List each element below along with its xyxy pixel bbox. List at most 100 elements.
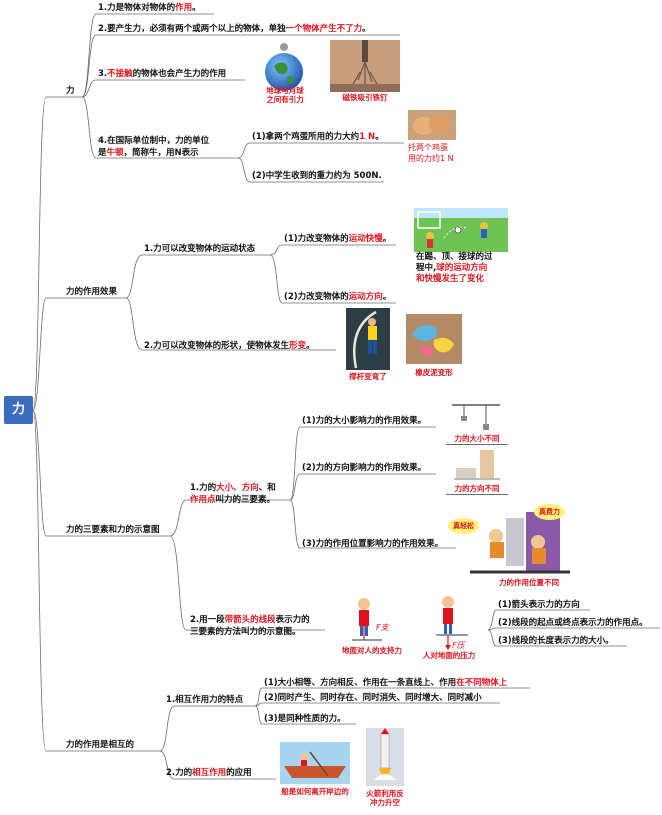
f-press-label: F压 [452,641,465,650]
caption-line: 地球与月球 [266,86,304,95]
text: (2)力改变物体的 [284,292,349,302]
magnet-caption: 磁铁吸引铁钉 [342,93,388,102]
text: 。 [382,292,392,302]
text: 2.力的 [166,768,193,778]
node-feature-2[interactable]: (2)同时产生、同时存在、同时消失、同时增大、同时减小 [264,693,482,703]
clay-image [406,314,462,364]
text: 程中, [416,263,437,273]
highlight: 作用 [175,3,193,13]
text: 的应用 [226,768,252,778]
text: 2.用一段 [190,615,225,625]
boat-caption: 船是如何离开岸边的 [281,787,349,796]
highlight: 方向 [241,483,259,493]
text: 3. [98,69,108,79]
node-force-diagram[interactable]: 2.用一段带箭头的线段表示力的 三要素的方法叫力的示意图。 [190,614,310,638]
pressure-force-figure [434,594,470,652]
text: 的物体也会产生力的作用 [132,69,227,79]
caption-line: 火箭利用反 [366,789,404,798]
highlight: 运动快慢 [348,234,383,244]
highlight: 球的运动方向 [436,263,488,273]
node-mutual-features[interactable]: 1.相互作用力的特点 [166,695,244,705]
caption-line: 冲力升空 [370,798,400,807]
node-point-effect[interactable]: (3)力的作用位置影响力的作用效果。 [302,539,444,549]
node-three-elements[interactable]: 力的三要素和力的示意图 [66,525,160,535]
highlight: 、 [233,483,242,493]
text: 。 [382,234,392,244]
caption-line: 之间有引力 [266,95,304,104]
pole-vault-image [346,308,390,370]
support-force-figure [350,596,384,644]
node-noncontact-force[interactable]: 3.不接触的物体也会产生力的作用 [98,68,226,80]
highlight: 带箭头的线段 [224,615,276,625]
magnet-nails-image [330,40,400,92]
node-force-effects[interactable]: 力的作用效果 [66,287,118,297]
text: 、和 [258,483,276,493]
node-force-definition[interactable]: 1.力是物体对物体的作用。 [98,2,201,14]
text: (1)大小相等、方向相反、作用在一条直线上、作用 [264,678,457,688]
node-change-motion[interactable]: 1.力可以改变物体的运动状态 [144,244,256,254]
text: (1)拿两个鸡蛋所用的力大约 [252,132,360,142]
text: 。 [192,3,201,13]
text: 4.在国际单位制中，力的单位 [98,136,210,146]
pole-vault-caption: 撑杆变弯了 [349,372,387,381]
highlight: 不接触 [107,69,133,79]
direction-image [450,448,502,482]
node-direction-effect[interactable]: (2)力的方向影响力的作用效果。 [302,463,427,473]
highlight: 相互作用 [192,768,227,778]
root-node[interactable]: 力 [4,396,33,424]
node-mutual-application[interactable]: 2.力的相互作用的应用 [166,767,252,779]
point-caption: 力的作用位置不同 [499,578,559,587]
node-feature-1[interactable]: (1)大小相等、方向相反、作用在一条直线上、作用在不同物体上 [264,677,507,689]
bubble-easy: 真轻松 [448,518,479,534]
highlight: 运动方向 [348,292,383,302]
text: 。 [306,341,315,351]
direction-caption: 力的方向不同 [446,484,508,495]
node-arrow-direction[interactable]: (1)箭头表示力的方向 [498,600,580,610]
magnitude-image [448,402,504,432]
soccer-image [414,208,508,252]
highlight: 一个物体产生不了力 [285,24,363,34]
node-change-shape[interactable]: 2.力可以改变物体的形状，使物体发生形变。 [144,340,315,352]
magnitude-caption: 力的大小不同 [446,434,508,445]
earth-moon-image [254,42,316,102]
text: 。 [362,24,371,34]
eggs-image [408,110,456,140]
node-force-requirement[interactable]: 2.要产生力，必须有两个或两个以上的物体，单独一个物体产生不了力。 [98,23,371,35]
text: 1.力是物体对物体的 [98,3,176,13]
text: 1.力的 [190,483,217,493]
caption-line: 托两个鸡蛋 [408,143,448,152]
node-unit-newton[interactable]: 4.在国际单位制中，力的单位 是牛顿，简称牛，用N表示 [98,135,209,159]
bubble-hard: 真费力 [534,504,565,520]
highlight: 在不同物体上 [456,678,508,688]
rocket-caption: 火箭利用反 冲力升空 [360,789,410,807]
highlight: 形变 [289,341,307,351]
node-mutual-force[interactable]: 力的作用是相互的 [66,740,135,750]
text: 表示力的 [275,615,310,625]
node-two-eggs[interactable]: (1)拿两个鸡蛋所用的力大约1 N。 [252,131,384,143]
node-segment-point[interactable]: (2)线段的起点或终点表示力的作用点。 [498,618,648,628]
highlight: 和快慢发生了变化 [416,274,485,284]
highlight: 牛顿 [106,148,124,158]
rocket-image [366,728,404,786]
node-force[interactable]: 力 [66,86,75,96]
text: 2.力可以改变物体的形状，使物体发生 [144,341,290,351]
text: 三要素的方法叫力的示意图。 [190,627,301,637]
node-student-weight[interactable]: (2)中学生收到的重力约为 500N. [252,171,382,181]
node-segment-length[interactable]: (3)线段的长度表示力的大小。 [498,636,614,646]
node-three-elements-def[interactable]: 1.力的大小、方向、和 作用点叫力的三要素。 [190,482,276,506]
f-support-label: F支 [376,623,389,632]
node-change-speed[interactable]: (1)力改变物体的运动快慢。 [284,233,391,245]
highlight: 作用点 [190,495,216,505]
node-magnitude-effect[interactable]: (1)力的大小影响力的作用效果。 [302,416,427,426]
eggs-caption: 托两个鸡蛋 用的力约1 N [408,142,454,164]
node-change-direction[interactable]: (2)力改变物体的运动方向。 [284,291,391,303]
caption-line: 用的力约1 N [408,154,454,163]
earth-moon-caption: 地球与月球 之间有引力 [252,86,318,104]
node-feature-3[interactable]: (3)是同种性质的力。 [264,714,346,724]
text: (1)力改变物体的 [284,234,349,244]
door-push-image [470,508,570,576]
highlight: 1 N [359,132,376,142]
text: 2.要产生力，必须有两个或两个以上的物体，单独 [98,24,286,34]
clay-caption: 橡皮泥变形 [415,368,453,377]
